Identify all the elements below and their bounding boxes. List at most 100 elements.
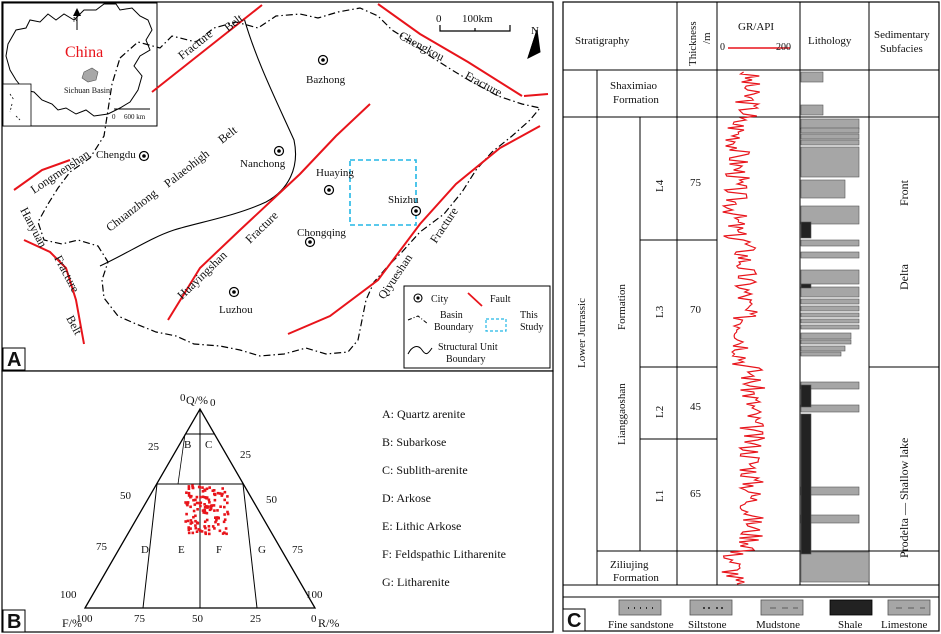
sample-point xyxy=(223,490,227,494)
legend-label: Fine sandstone xyxy=(608,619,674,631)
city-label: Chongqing xyxy=(297,227,346,239)
panel-b-ternary: Q/% F/% R/% 100 75 50 25 0 0 25 50 75 10… xyxy=(1,370,554,633)
inset-country-label: China xyxy=(65,44,103,61)
sample-point xyxy=(191,484,194,487)
sample-point xyxy=(204,532,208,536)
sample-point xyxy=(225,532,228,536)
fault-longmenshan-north xyxy=(151,4,263,93)
gr-curve xyxy=(721,71,766,585)
sample-point xyxy=(223,505,226,509)
legend-item-e: E: Lithic Arkose xyxy=(382,519,461,533)
sample-point xyxy=(213,509,216,512)
lianggaoshan-1: Lianggaoshan xyxy=(616,383,628,445)
sample-point xyxy=(201,486,204,489)
thickness-l3: 70 xyxy=(690,304,702,316)
sample-point xyxy=(212,504,216,507)
lithology-bed xyxy=(800,104,824,116)
sample-point xyxy=(186,519,190,523)
city-markers: Chengdu Bazhong Nanchong Huaying Chongqi… xyxy=(96,54,422,316)
sample-point xyxy=(221,487,224,490)
field-label-g: G xyxy=(258,544,266,556)
lithology-bed xyxy=(800,312,860,318)
sample-point xyxy=(201,495,205,499)
legend-item-b: B: Subarkose xyxy=(382,435,446,449)
sample-point xyxy=(204,511,207,515)
sample-point xyxy=(208,532,211,536)
sample-point xyxy=(212,489,216,492)
sample-point xyxy=(205,518,209,522)
sample-point xyxy=(218,492,222,495)
scale-bar xyxy=(439,25,511,32)
sample-point xyxy=(191,531,195,535)
panel-c-tag: C xyxy=(567,610,581,632)
sample-point xyxy=(219,505,222,508)
stratigraphy-labels: Lower Jurrassic Shaximiao Formation Lian… xyxy=(576,80,911,584)
sample-point xyxy=(223,498,226,502)
sample-point xyxy=(185,502,189,506)
lithology-legend: Fine sandstone Siltstone Mudstone Shale … xyxy=(608,599,931,631)
legend-study-2: Study xyxy=(520,322,543,333)
header-lithology: Lithology xyxy=(808,35,852,47)
legend-item-f: F: Feldspathic Litharenite xyxy=(382,547,506,561)
lithology-bed xyxy=(800,298,860,305)
sample-point xyxy=(213,498,217,502)
sample-point xyxy=(189,522,193,525)
fault-longmenshan-south xyxy=(13,159,71,191)
header-thickness-2: /m xyxy=(701,32,713,44)
left-tick-0: 0 xyxy=(180,392,186,404)
lithology-bed xyxy=(800,345,846,352)
left-vertex-label: F/% xyxy=(62,616,82,630)
sample-point xyxy=(221,492,224,496)
shaximiao-1: Shaximiao xyxy=(610,80,658,92)
sample-point xyxy=(214,520,217,524)
inset-islands xyxy=(9,93,21,121)
legend-city: City xyxy=(431,294,448,305)
sample-point xyxy=(207,525,211,528)
scale-zero: 0 xyxy=(436,13,442,25)
sample-point xyxy=(218,529,222,533)
field-label-c: C xyxy=(205,439,212,451)
sample-point xyxy=(198,529,202,532)
ternary-line-25 xyxy=(142,483,158,609)
sample-point xyxy=(210,504,213,507)
sample-point xyxy=(208,501,211,504)
sample-point xyxy=(213,493,217,497)
sample-point xyxy=(199,495,202,499)
sample-point xyxy=(196,508,199,511)
sample-point xyxy=(207,498,211,502)
right-tick-100: 100 xyxy=(306,589,323,601)
panel-a-tag-box xyxy=(2,347,26,371)
city-luzhou: Luzhou xyxy=(219,286,253,316)
legend-frame xyxy=(403,285,551,369)
legend-fine-sandstone: Fine sandstone xyxy=(608,599,674,631)
legend-study-1: This xyxy=(520,310,538,321)
sample-point xyxy=(184,501,187,504)
sample-point xyxy=(215,516,219,519)
sample-point xyxy=(199,504,202,508)
field-label-e: E xyxy=(178,544,185,556)
sample-point xyxy=(187,531,191,535)
lithology-bed xyxy=(800,118,860,130)
city-label: Huaying xyxy=(316,167,354,179)
lithology-bed xyxy=(800,205,860,225)
thickness-l1: 65 xyxy=(690,488,702,500)
legend-limestone: Limestone xyxy=(881,599,931,631)
sample-point xyxy=(223,513,226,516)
lianggaoshan-2: Formation xyxy=(616,284,628,330)
ternary-line-75r xyxy=(242,483,258,609)
sample-point xyxy=(206,506,209,509)
facies-lower: Prodelta — Shallow lake xyxy=(897,438,911,558)
header-gr-title: GR/API xyxy=(738,21,774,33)
sample-point xyxy=(194,524,197,527)
apex-label: Q/% xyxy=(186,393,208,407)
right-tick-0: 0 xyxy=(210,397,216,409)
sample-point xyxy=(211,525,215,528)
sample-point xyxy=(189,527,192,530)
city-chengdu: Chengdu xyxy=(96,149,150,162)
sample-point xyxy=(195,530,199,533)
city-label: Shizhu xyxy=(388,194,419,206)
sample-point xyxy=(189,519,193,522)
right-tick-75: 75 xyxy=(292,544,304,556)
sample-point xyxy=(209,507,213,511)
sample-point xyxy=(226,495,229,498)
